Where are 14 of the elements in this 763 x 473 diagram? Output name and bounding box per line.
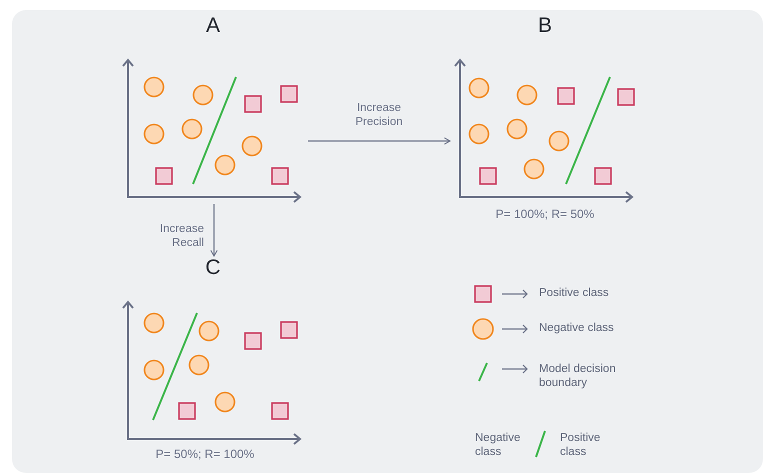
class-side-label: Positive class xyxy=(560,431,602,459)
legend-label: Model decision boundary xyxy=(539,362,617,390)
legend-label: Negative class xyxy=(539,321,615,335)
panel-heading: B xyxy=(536,14,553,38)
legend-label: Positive class xyxy=(539,286,610,300)
class-side-label: Negative class xyxy=(475,431,522,459)
panel-heading: A xyxy=(204,14,221,38)
arrow xyxy=(308,137,451,145)
edge-label: Increase Recall xyxy=(158,222,204,250)
arrow xyxy=(210,204,218,257)
panel-heading: C xyxy=(204,256,222,280)
metrics-caption: P= 50%; R= 100% xyxy=(154,447,256,461)
edge-label: Increase Precision xyxy=(354,101,404,129)
metrics-caption: P= 100%; R= 50% xyxy=(494,207,596,221)
